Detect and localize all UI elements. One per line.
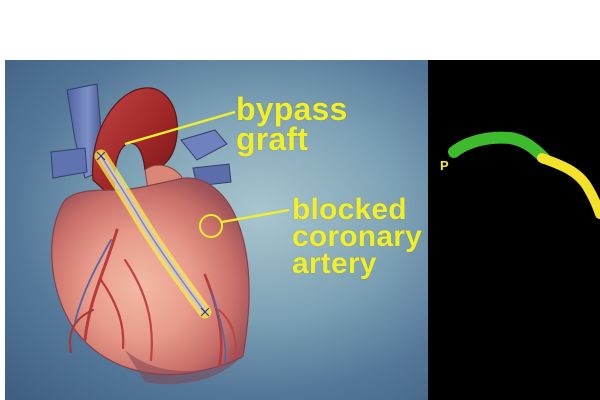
heart-illustration-panel [5,60,428,400]
angiogram-panel: P [428,60,600,400]
heart-illustration [50,83,290,385]
coronary-vessels [69,228,237,368]
blocked-artery-circle [199,214,223,238]
blocked-artery-label-line-2: coronary [292,220,422,253]
blocked-artery-label-line-3: artery [292,247,377,280]
bypass-graft-edge [100,155,206,313]
native-vessel-yellow [537,153,600,219]
blocked-leader-line [221,208,290,224]
bypass-graft-label-line-2: graft [236,121,309,157]
apex-shadow [125,350,241,385]
angiogram-marker-p: P [440,158,449,173]
bypass-leader-line [124,110,236,146]
blocked-artery-label-line-1: blocked [292,193,407,226]
graft-stitches [96,151,210,317]
bypass-graft-label-line-1: bypass [236,91,348,127]
angiogram-vessel-drawing [448,131,600,219]
graft-vessel-green [448,131,550,164]
heart-body [51,177,250,376]
